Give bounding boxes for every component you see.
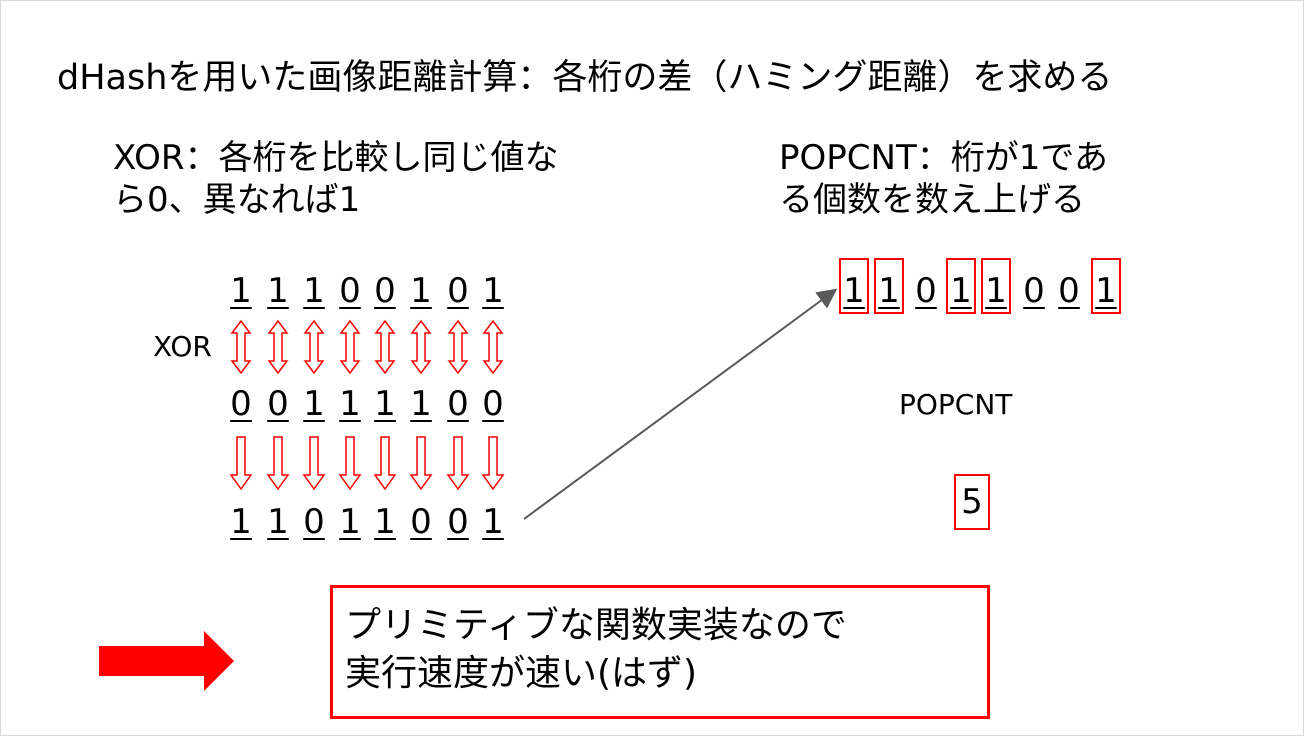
bit-a-7: 0	[447, 271, 469, 311]
bit-popcnt-3: 0	[915, 271, 937, 311]
bit-popcnt-8: 1	[1095, 271, 1117, 311]
down-arrow-icon-4	[338, 436, 362, 491]
popcnt-highlight-box-4	[946, 258, 976, 314]
xor-arrow-icon-5	[374, 319, 396, 375]
xor-arrow-icon-3	[303, 319, 325, 375]
popcnt-description-line-1: POPCNT：桁が1であ	[779, 138, 1109, 178]
popcnt-highlight-box-5	[981, 258, 1011, 314]
conclusion-note: プリミティブな関数実装なので 実行速度が速い(はず)	[330, 585, 990, 719]
bit-b-5: 1	[374, 384, 396, 424]
xor-arrow-icon-7	[447, 319, 469, 375]
bit-a-8: 1	[482, 271, 504, 311]
bit-a-5: 0	[374, 271, 396, 311]
xor-arrow-icon-4	[339, 319, 361, 375]
xor-label: XOR	[153, 330, 212, 363]
bit-a-1: 1	[230, 271, 252, 311]
down-arrow-icon-1	[229, 436, 253, 491]
down-arrow-icon-7	[446, 436, 470, 491]
bit-popcnt-2: 1	[878, 271, 900, 311]
conclusion-arrow-icon	[99, 631, 234, 691]
popcnt-highlight-box-8	[1091, 258, 1121, 314]
down-arrow-icon-6	[409, 436, 433, 491]
xor-arrow-icon-8	[482, 319, 504, 375]
bit-b-8: 0	[482, 384, 504, 424]
down-arrow-icon-2	[266, 436, 290, 491]
popcnt-highlight-box-2	[874, 258, 904, 314]
popcnt-count: 5	[954, 474, 990, 530]
bit-b-1: 0	[230, 384, 252, 424]
bit-result-2: 1	[267, 502, 289, 542]
bit-b-2: 0	[267, 384, 289, 424]
bit-result-1: 1	[230, 502, 252, 542]
bit-b-3: 1	[303, 384, 325, 424]
slide-title: dHashを用いた画像距離計算：各桁の差（ハミング距離）を求める	[57, 58, 1113, 98]
conclusion-note-line-1: プリミティブな関数実装なので	[345, 605, 847, 646]
bit-popcnt-1: 1	[843, 271, 865, 311]
xor-arrow-icon-2	[267, 319, 289, 375]
bit-a-3: 1	[303, 271, 325, 311]
popcnt-label: POPCNT	[899, 388, 1013, 421]
bit-result-7: 0	[447, 502, 469, 542]
popcnt-description: POPCNT：桁が1であ る個数を数え上げる	[779, 137, 1108, 221]
xor-arrow-icon-6	[410, 319, 432, 375]
bit-popcnt-7: 0	[1058, 271, 1080, 311]
bit-b-6: 1	[410, 384, 432, 424]
bit-a-6: 1	[410, 271, 432, 311]
xor-arrow-icon-1	[230, 319, 252, 375]
bit-popcnt-6: 0	[1023, 271, 1045, 311]
down-arrow-icon-5	[373, 436, 397, 491]
bit-result-3: 0	[303, 502, 325, 542]
popcnt-description-line-2: る個数を数え上げる	[779, 180, 1085, 220]
bit-a-2: 1	[267, 271, 289, 311]
bit-popcnt-4: 1	[950, 271, 972, 311]
bit-result-4: 1	[339, 502, 361, 542]
bit-b-4: 1	[339, 384, 361, 424]
bit-result-5: 1	[374, 502, 396, 542]
popcnt-highlight-box-1	[839, 258, 869, 314]
bit-result-8: 1	[482, 502, 504, 542]
bit-a-4: 0	[339, 271, 361, 311]
xor-description: XOR：各桁を比較し同じ値な ら0、異なれば1	[113, 137, 559, 221]
bit-popcnt-5: 1	[985, 271, 1007, 311]
conclusion-note-line-2: 実行速度が速い(はず)	[345, 653, 698, 694]
down-arrows	[229, 436, 505, 491]
down-arrow-icon-8	[481, 436, 505, 491]
bit-result-6: 0	[410, 502, 432, 542]
result-to-popcnt-arrow	[523, 288, 838, 520]
xor-double-arrows	[230, 319, 504, 375]
xor-description-line-1: XOR：各桁を比較し同じ値な	[113, 138, 559, 178]
bit-b-7: 0	[447, 384, 469, 424]
xor-description-line-2: ら0、異なれば1	[113, 180, 361, 220]
down-arrow-icon-3	[302, 436, 326, 491]
